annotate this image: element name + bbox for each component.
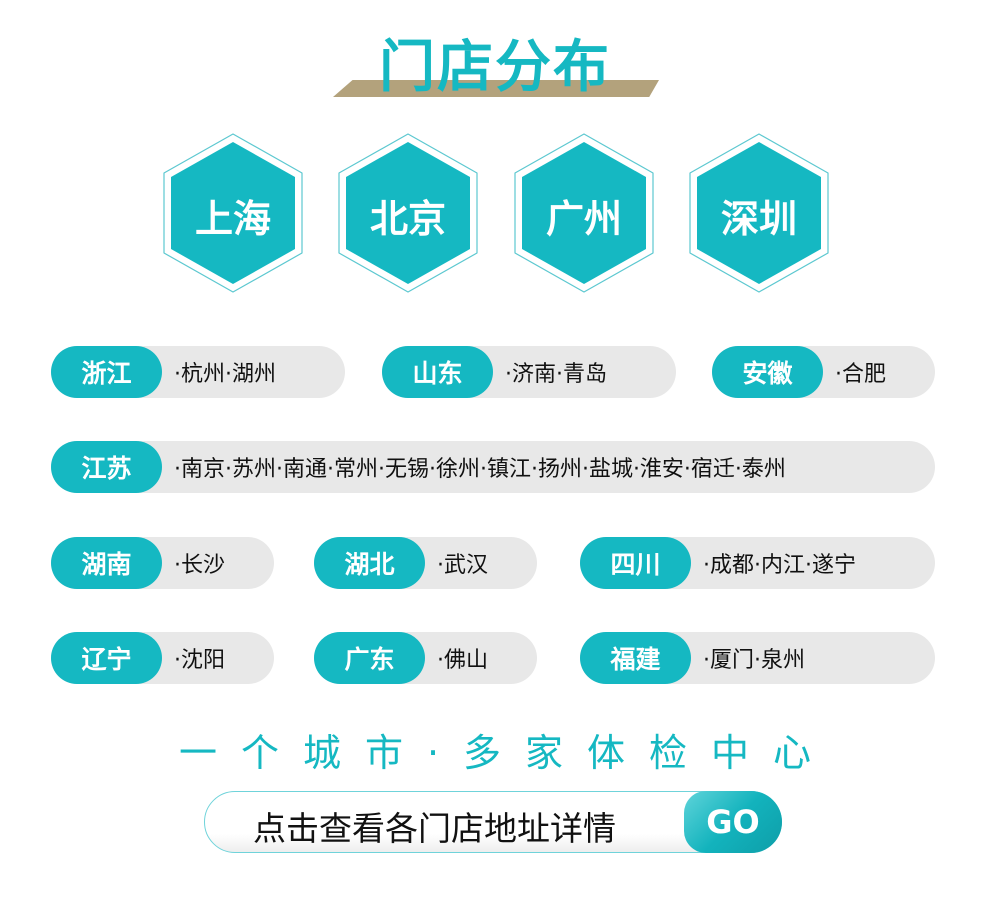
city-list: ·成都·内江·遂宁 (703, 553, 856, 578)
province-pill[interactable]: 广东 ·佛山 (314, 632, 537, 684)
province-label: 江苏 (51, 441, 162, 493)
city-hexagon[interactable]: 深圳 (688, 133, 830, 293)
city-name: 广州 (545, 197, 622, 241)
province-pill[interactable]: 辽宁 ·沈阳 (51, 632, 274, 684)
city-name: 上海 (194, 197, 271, 241)
hexagon-shape (338, 133, 478, 293)
city-name: 北京 (369, 197, 446, 241)
button-label: 点击查看各门店地址详情 (253, 809, 616, 848)
city-list: ·合肥 (835, 362, 886, 387)
view-store-details-button[interactable]: 点击查看各门店地址详情 GO (204, 791, 782, 853)
hexagon-shape (689, 133, 829, 293)
city-list: ·南京·苏州·南通·常州·无锡·徐州·镇江·扬州·盐城·淮安·宿迁·泰州 (174, 457, 786, 482)
city-list: ·济南·青岛 (505, 362, 607, 387)
slogan: 一个城市·多家体检中心 (178, 731, 836, 775)
city-list: ·沈阳 (174, 648, 225, 673)
city-name: 深圳 (720, 197, 797, 241)
province-label: 四川 (580, 537, 691, 589)
hexagon-shape (514, 133, 654, 293)
go-button[interactable]: GO (684, 791, 782, 853)
city-hexagon[interactable]: 广州 (513, 133, 655, 293)
city-list: ·杭州·湖州 (174, 362, 276, 387)
province-pill[interactable]: 江苏 ·南京·苏州·南通·常州·无锡·徐州·镇江·扬州·盐城·淮安·宿迁·泰州 (51, 441, 935, 493)
province-label: 浙江 (51, 346, 162, 398)
city-hexagon[interactable]: 上海 (162, 133, 304, 293)
province-label: 辽宁 (51, 632, 162, 684)
province-pill[interactable]: 湖北 ·武汉 (314, 537, 537, 589)
province-label: 安徽 (712, 346, 823, 398)
province-label: 湖北 (314, 537, 425, 589)
province-pill[interactable]: 湖南 ·长沙 (51, 537, 274, 589)
city-hexagon[interactable]: 北京 (337, 133, 479, 293)
province-label: 山东 (382, 346, 493, 398)
city-list: ·长沙 (174, 553, 225, 578)
province-label: 湖南 (51, 537, 162, 589)
province-pill[interactable]: 福建 ·厦门·泉州 (580, 632, 935, 684)
province-pill[interactable]: 四川 ·成都·内江·遂宁 (580, 537, 935, 589)
title-underline (333, 80, 659, 97)
city-list: ·佛山 (437, 648, 488, 673)
hexagon-shape (163, 133, 303, 293)
province-label: 广东 (314, 632, 425, 684)
province-pill[interactable]: 安徽 ·合肥 (712, 346, 935, 398)
province-label: 福建 (580, 632, 691, 684)
page-title: 门店分布 (379, 35, 611, 100)
province-pill[interactable]: 浙江 ·杭州·湖州 (51, 346, 345, 398)
city-list: ·武汉 (437, 553, 488, 578)
province-pill[interactable]: 山东 ·济南·青岛 (382, 346, 676, 398)
city-list: ·厦门·泉州 (703, 648, 805, 673)
